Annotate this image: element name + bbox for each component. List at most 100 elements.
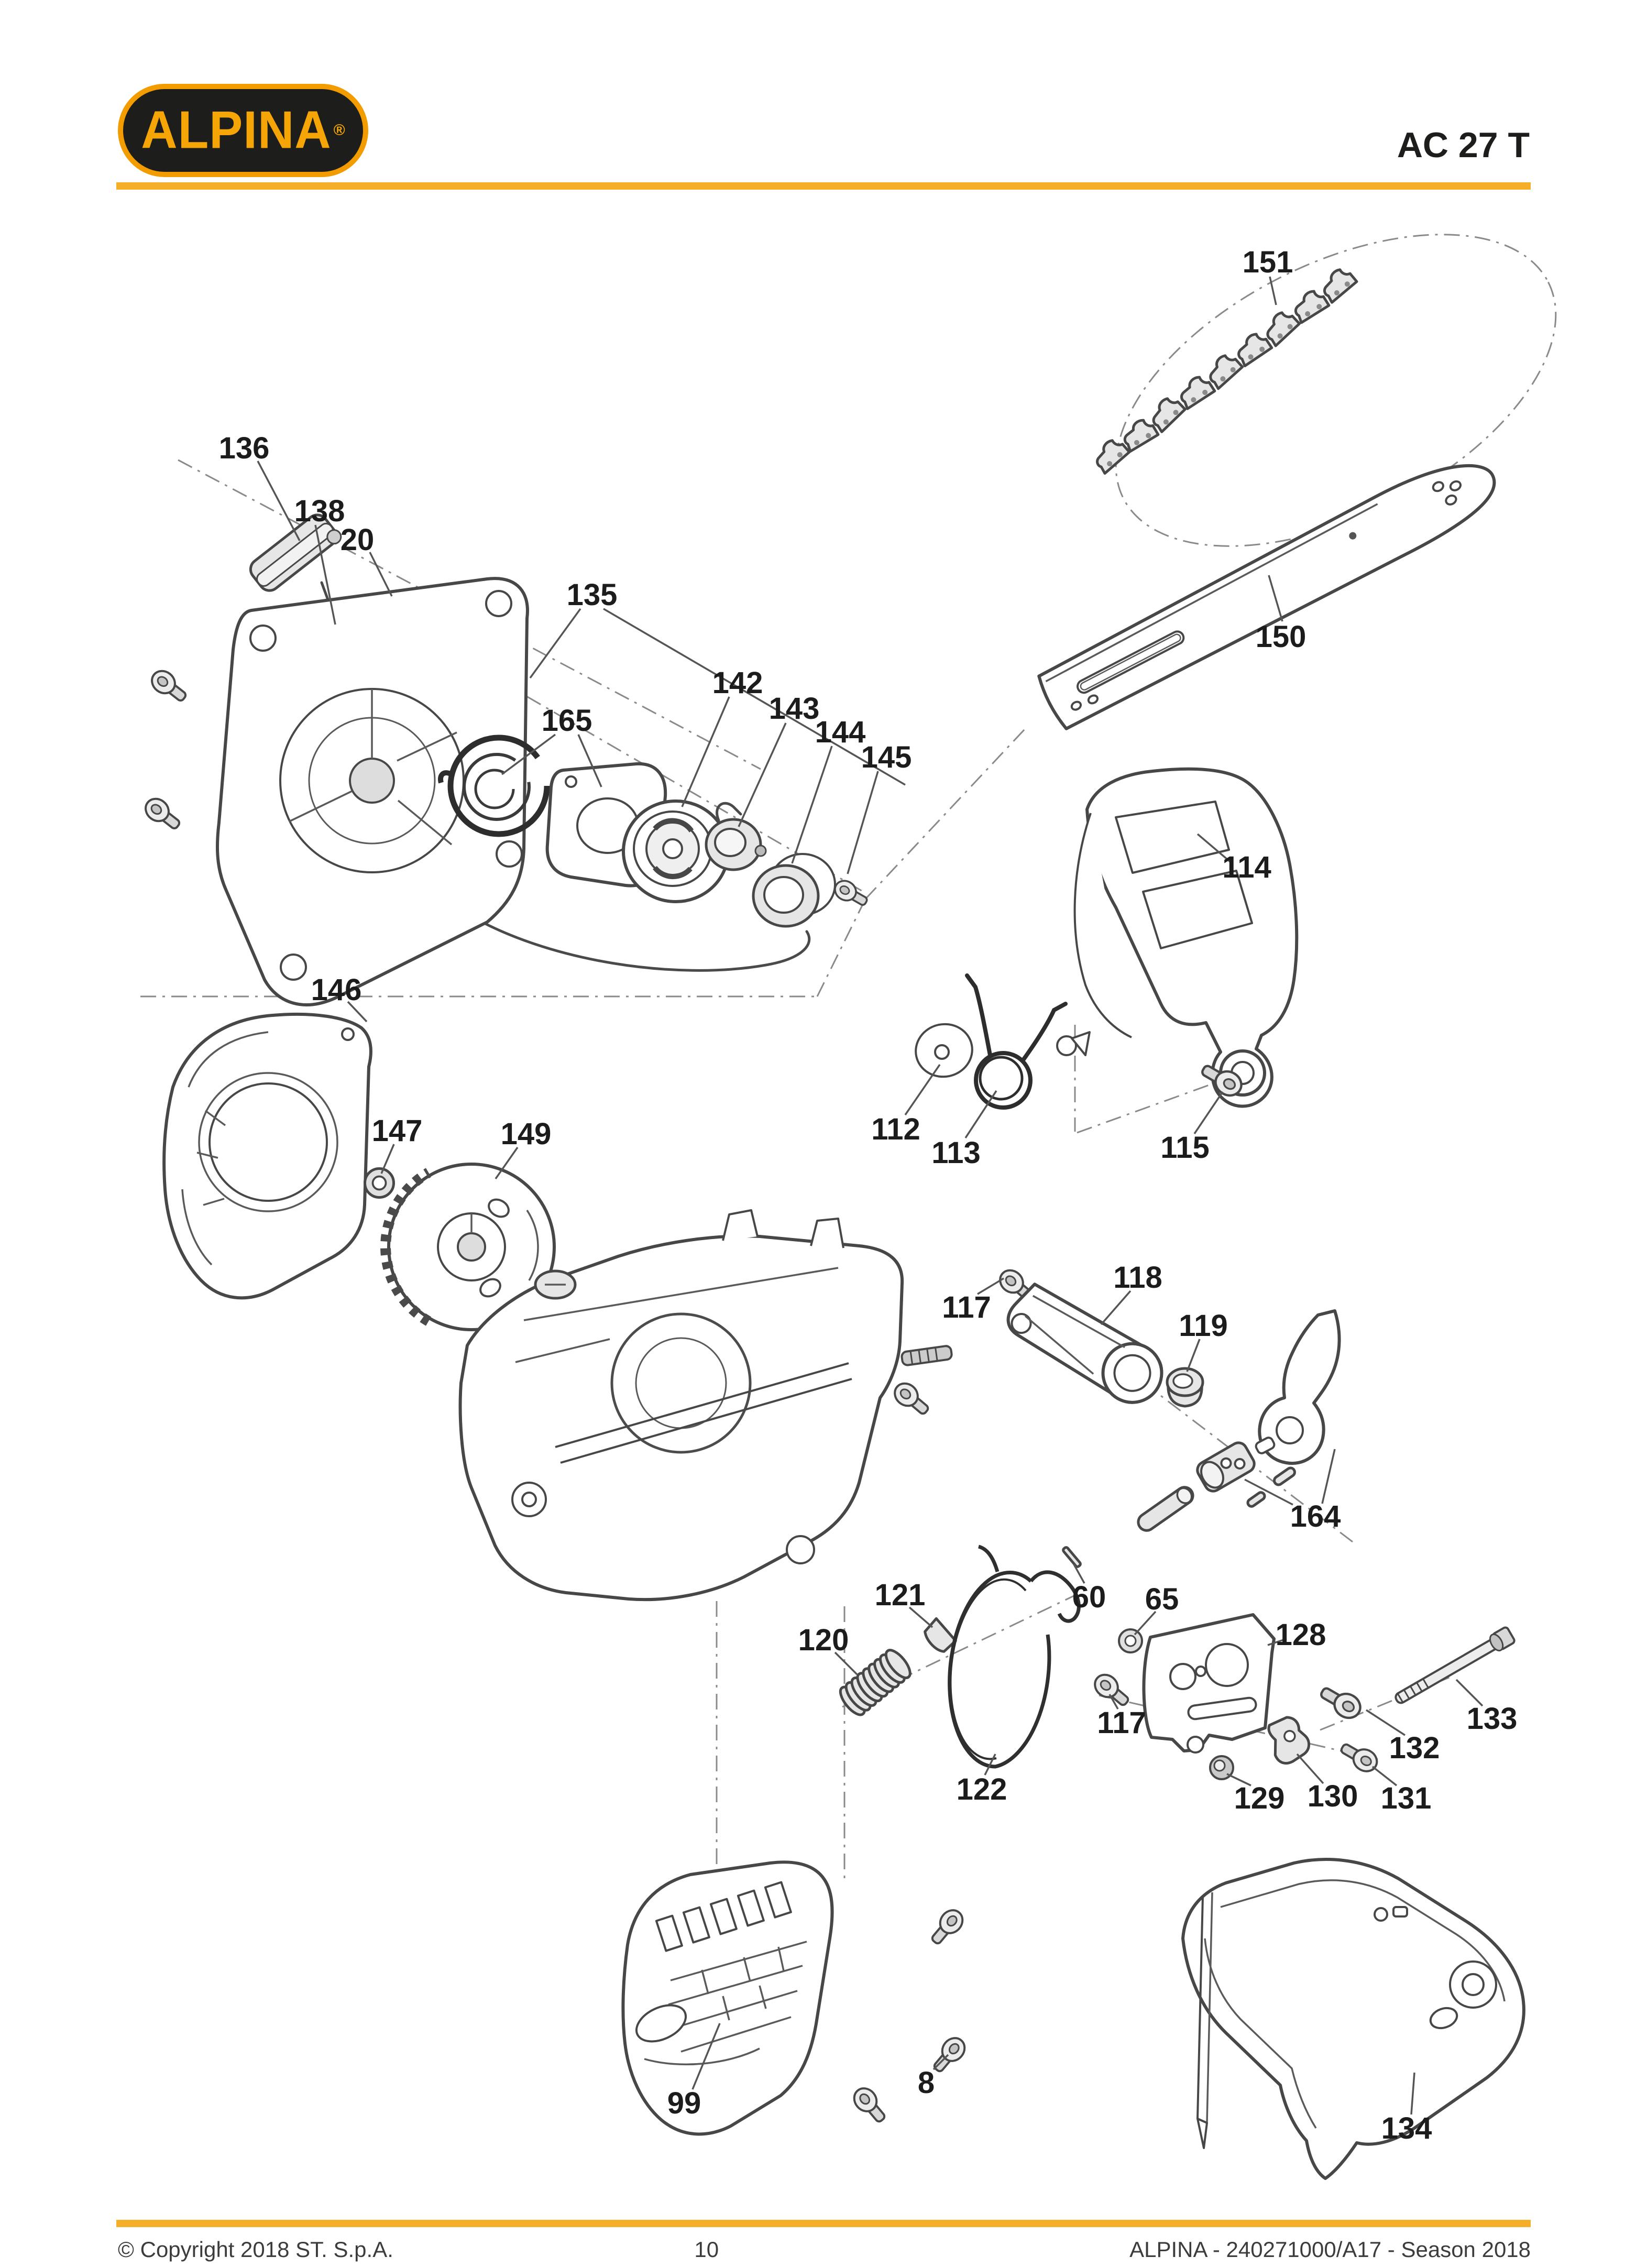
- svg-text:121: 121: [875, 1578, 926, 1612]
- guide-bar: [1037, 464, 1496, 730]
- brake-block: [1196, 1441, 1256, 1493]
- small-pin-a: [1273, 1466, 1296, 1486]
- saw-chain: [1096, 268, 1358, 475]
- screw-left-upper: [146, 665, 192, 708]
- bolt-132: [1316, 1681, 1365, 1722]
- svg-text:132: 132: [1389, 1731, 1440, 1765]
- fan-cover: [162, 1012, 372, 1300]
- callout-114: 114: [1196, 833, 1271, 884]
- svg-text:136: 136: [219, 431, 270, 465]
- header-rule: [116, 182, 1531, 190]
- washer-112: [915, 1023, 973, 1078]
- callout-118: 118: [1100, 1261, 1162, 1325]
- callout-143: 143: [738, 692, 820, 827]
- svg-text:133: 133: [1467, 1702, 1518, 1736]
- callout-60: 60: [1072, 1564, 1106, 1614]
- screw-left-lower: [140, 793, 185, 836]
- torsion-spring-113: [965, 973, 1068, 1110]
- clutch-cover: [1181, 1858, 1525, 2180]
- pin-60: [1062, 1546, 1082, 1568]
- callout-142: 142: [681, 666, 763, 807]
- callout-145: 145: [847, 740, 912, 874]
- callout-165: 165: [501, 704, 602, 787]
- callout-115: 115: [1160, 1091, 1224, 1165]
- chain-tensioner-bracket: [1006, 1283, 1163, 1404]
- callout-129: 129: [1226, 1773, 1285, 1815]
- svg-text:130: 130: [1308, 1779, 1358, 1813]
- model-title: AC 27 T: [1397, 125, 1530, 165]
- svg-text:114: 114: [1222, 850, 1271, 884]
- footer-copyright: © Copyright 2018 ST. S.p.A.: [118, 2237, 393, 2262]
- flywheel: [380, 1163, 556, 1331]
- callout-130: 130: [1296, 1753, 1358, 1813]
- callout-128: 128: [1267, 1618, 1326, 1652]
- callout-112: 112: [871, 1064, 941, 1146]
- pawl-130: [1267, 1716, 1311, 1765]
- callout-136: 136: [219, 431, 301, 541]
- svg-text:143: 143: [769, 692, 820, 726]
- alpina-logo: ALPINA®: [118, 84, 368, 177]
- svg-text:113: 113: [931, 1136, 981, 1170]
- starter-ratchet-drum: [752, 853, 836, 928]
- svg-text:134: 134: [1381, 2111, 1432, 2145]
- callout-150: 150: [1256, 575, 1306, 654]
- callout-135: 135: [529, 578, 906, 786]
- callout-8: 8: [918, 2054, 949, 2100]
- callout-121: 121: [875, 1578, 934, 1628]
- svg-text:165: 165: [542, 704, 592, 738]
- callout-164: 164: [1244, 1449, 1341, 1533]
- callout-151: 151: [1243, 245, 1293, 305]
- callout-144: 144: [791, 715, 865, 864]
- top-handle: [1056, 767, 1299, 1108]
- callout-149: 149: [495, 1117, 552, 1180]
- svg-text:60: 60: [1072, 1580, 1106, 1614]
- starter-handle: [249, 513, 342, 592]
- callout-122: 122: [957, 1754, 1007, 1806]
- screw-8-upper: [925, 1904, 969, 1950]
- callout-117-a: 117: [942, 1277, 1004, 1324]
- brake-band: [948, 1544, 1081, 1769]
- registered-trademark-icon: ®: [333, 122, 345, 139]
- washer-147: [365, 1169, 394, 1198]
- muffler-cover: [621, 1860, 834, 2136]
- svg-text:118: 118: [1113, 1261, 1162, 1295]
- footer-document-ref: ALPINA - 240271000/A17 - Season 2018: [1129, 2237, 1531, 2262]
- crankcase: [458, 1209, 953, 1602]
- callout-147: 147: [372, 1114, 423, 1174]
- svg-text:128: 128: [1276, 1618, 1326, 1652]
- nut-65: [1118, 1628, 1143, 1653]
- svg-text:129: 129: [1234, 1781, 1285, 1815]
- screw-8-bottom: [848, 2083, 892, 2128]
- callout-133: 133: [1455, 1679, 1518, 1736]
- svg-text:142: 142: [712, 666, 763, 700]
- callout-117-b: 117: [1097, 1694, 1146, 1740]
- long-screw-133: [1395, 1626, 1516, 1704]
- svg-text:147: 147: [372, 1114, 423, 1148]
- brake-spring: [839, 1649, 912, 1716]
- callout-134: 134: [1381, 2072, 1432, 2145]
- callout-131: 131: [1371, 1766, 1431, 1815]
- svg-text:150: 150: [1256, 620, 1306, 654]
- footer-page-number: 10: [694, 2237, 719, 2262]
- svg-text:149: 149: [501, 1117, 552, 1151]
- starter-spring-clip: [705, 802, 767, 871]
- svg-text:122: 122: [957, 1772, 1007, 1806]
- svg-text:151: 151: [1243, 245, 1293, 279]
- svg-text:117: 117: [942, 1290, 991, 1324]
- callout-138: 138: [294, 494, 345, 625]
- svg-text:8: 8: [918, 2066, 935, 2100]
- recoil-spring: [438, 735, 550, 837]
- screw-8-lower: [927, 2032, 971, 2078]
- svg-text:115: 115: [1160, 1131, 1210, 1165]
- footer: © Copyright 2018 ST. S.p.A. 10 ALPINA - …: [118, 2237, 1531, 2262]
- svg-text:65: 65: [1145, 1582, 1179, 1616]
- screw-145: [830, 876, 872, 912]
- callout-113: 113: [931, 1090, 997, 1170]
- svg-text:135: 135: [567, 578, 618, 612]
- alpina-logo-text: ALPINA: [141, 101, 332, 160]
- guard-plate-128: [1142, 1613, 1276, 1754]
- svg-text:20: 20: [341, 523, 375, 557]
- svg-text:112: 112: [871, 1112, 920, 1146]
